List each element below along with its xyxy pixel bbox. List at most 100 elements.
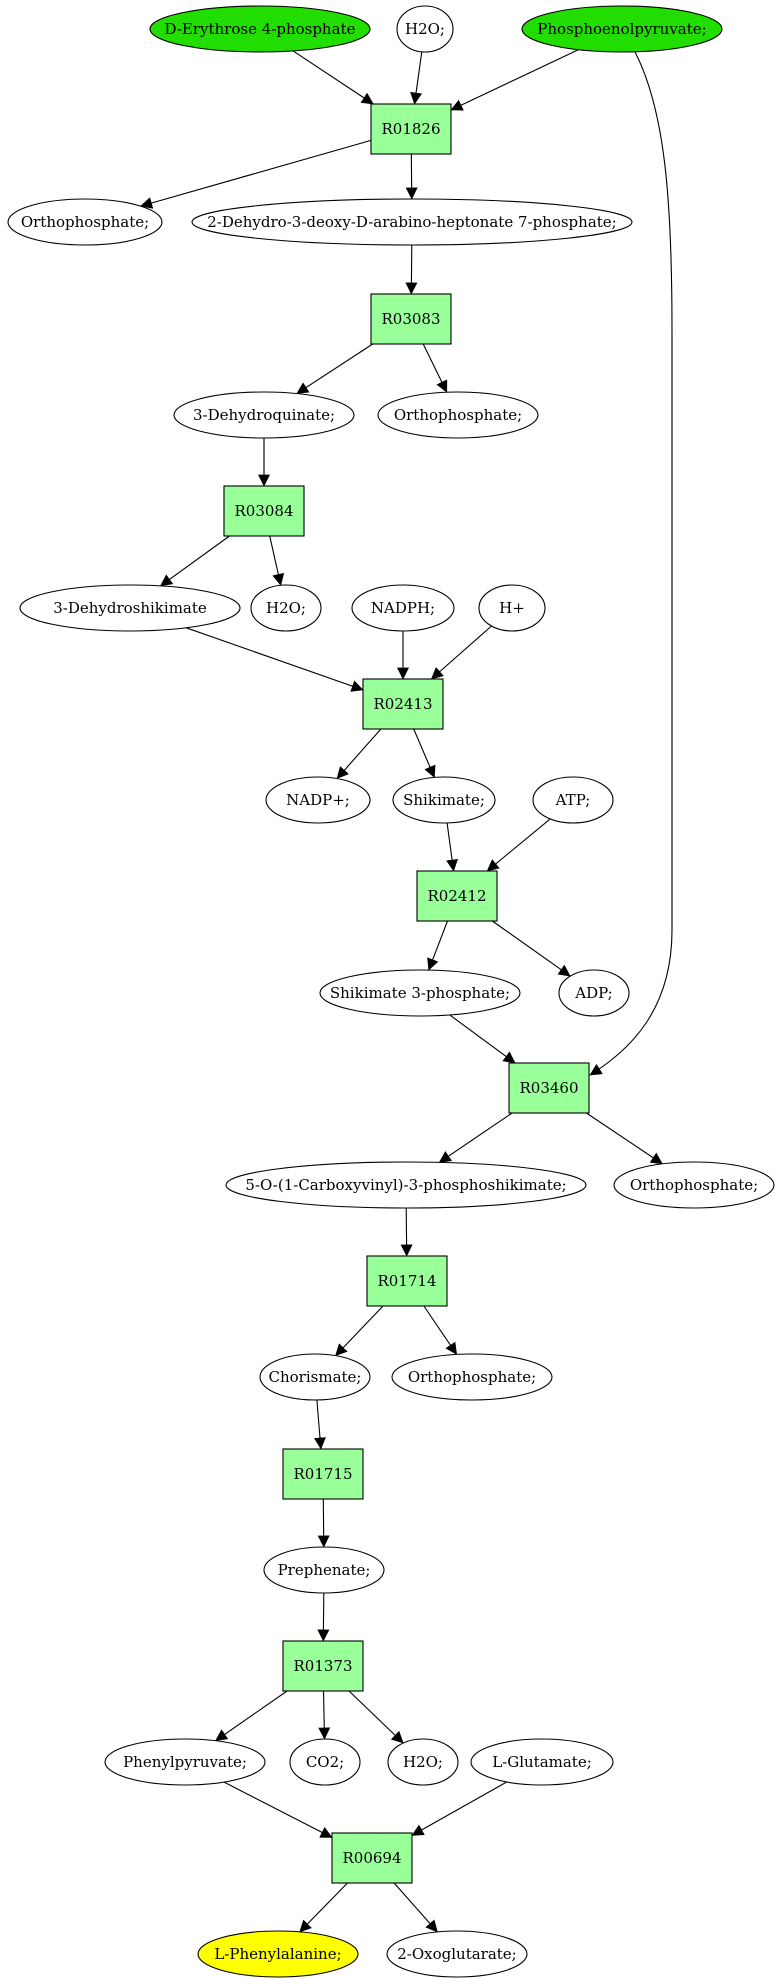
metabolite-ellipse [259,1353,371,1401]
node-label: Prephenate; [278,1561,371,1579]
metabolite-node-prephenate: Prephenate; [263,1546,385,1594]
metabolite-node-hplus: H+ [478,584,546,632]
node-label: Orthophosphate; [394,406,522,424]
reaction-box [508,1062,590,1114]
node-label: R03083 [381,310,440,328]
node-label: ADP; [574,984,612,1002]
node-label: D-Erythrose 4-phosphate [165,20,356,38]
metabolite-ellipse [558,969,630,1017]
reaction-box [366,1255,448,1307]
metabolite-ellipse [250,584,322,632]
node-label: R03460 [519,1079,578,1097]
edge-h2o_1-to-R01826 [410,51,423,105]
edge-dhs-to-R02413 [186,627,364,692]
node-label: Phosphoenolpyruvate; [537,20,706,38]
reaction-node-R03460: R03460 [508,1062,590,1114]
metabolite-node-chorismate: Chorismate; [259,1353,371,1401]
edge-R01826-to-ortho_1 [140,139,372,209]
metabolite-ellipse [386,1930,528,1978]
edge-R01714-to-chorismate [335,1305,384,1357]
edge-R03083-to-dhq [296,343,374,395]
metabolite-node-h2o_3: H2O; [387,1738,459,1786]
metabolite-node-epsp: 5-O-(1-Carboxyvinyl)-3-phosphoshikimate; [225,1161,587,1209]
node-label: 2-Dehydro-3-deoxy-D-arabino-heptonate 7-… [207,213,616,231]
node-label: NADPH; [371,599,435,617]
edge-R02412-to-s3p [427,920,449,971]
node-label: H2O; [403,1753,443,1771]
metabolite-ellipse [391,1353,553,1401]
metabolite-ellipse [265,776,371,824]
node-label: ATP; [555,791,591,809]
metabolite-ellipse [377,391,539,439]
metabolite-ellipse [392,776,496,824]
reaction-node-R01715: R01715 [282,1448,364,1500]
node-label: Phenylpyruvate; [123,1753,247,1771]
node-label: Orthophosphate; [630,1176,758,1194]
node-label: 5-O-(1-Carboxyvinyl)-3-phosphoshikimate; [245,1176,566,1194]
metabolite-ellipse [478,584,546,632]
node-label: L-Glutamate; [492,1753,592,1771]
metabolite-node-adp: ADP; [558,969,630,1017]
metabolite-ellipse [319,969,521,1017]
node-label: CO2; [306,1753,344,1771]
reaction-box [416,870,498,922]
metabolite-ellipse [263,1546,385,1594]
node-label: 3-Dehydroshikimate [53,599,207,617]
metabolite-node-dhq: 3-Dehydroquinate; [173,391,355,439]
edge-R01373-to-h2o_3 [348,1690,404,1744]
node-label: Orthophosphate; [408,1368,536,1386]
metabolite-ellipse [173,391,355,439]
edge-R03084-to-h2o_2 [269,535,285,586]
reaction-node-R00694: R00694 [331,1832,413,1884]
metabolite-node-oxoglutarate: 2-Oxoglutarate; [386,1930,528,1978]
edge-R01373-to-co2 [318,1690,331,1740]
edges-layer [140,49,673,1933]
metabolite-node-h2o_2: H2O; [250,584,322,632]
metabolite-node-s3p: Shikimate 3-phosphate; [319,969,521,1017]
node-label: R02413 [373,695,432,713]
node-label: R03084 [234,502,293,520]
reaction-box [370,103,452,155]
metabolite-ellipse [149,5,371,53]
metabolite-ellipse [521,5,723,53]
node-label: Shikimate; [403,791,485,809]
metabolite-ellipse [532,776,614,824]
node-label: R01714 [377,1272,436,1290]
metabolite-ellipse [7,198,163,246]
metabolite-ellipse [197,1930,359,1978]
reaction-box [223,485,305,537]
metabolite-node-glutamate: L-Glutamate; [470,1738,614,1786]
node-label: H+ [499,599,525,617]
node-label: R00694 [342,1849,401,1867]
metabolite-node-ortho_1: Orthophosphate; [7,198,163,246]
metabolite-ellipse [104,1738,266,1786]
reaction-node-R02413: R02413 [362,678,444,730]
edge-erythrose4p-to-R01826 [292,50,374,105]
edge-phenylpyruvate-to-R00694 [223,1781,333,1838]
edge-R01715-to-prephenate [317,1498,330,1548]
metabolite-ellipse [289,1738,361,1786]
node-label: Chorismate; [269,1368,362,1386]
reaction-node-R01714: R01714 [366,1255,448,1307]
metabolite-node-erythrose4p: D-Erythrose 4-phosphate [149,5,371,53]
edge-pep-to-R03460 [589,51,673,1076]
node-label: R01826 [381,120,440,138]
reaction-box [362,678,444,730]
metabolite-node-pep: Phosphoenolpyruvate; [521,5,723,53]
node-label: 2-Oxoglutarate; [397,1945,517,1963]
metabolite-node-co2: CO2; [289,1738,361,1786]
edge-R03460-to-ortho_3 [586,1112,663,1165]
metabolite-node-phe: L-Phenylalanine; [197,1930,359,1978]
metabolite-node-ortho_3: Orthophosphate; [613,1161,775,1209]
edge-epsp-to-R01714 [400,1207,413,1257]
metabolite-ellipse [396,5,454,53]
reaction-node-R02412: R02412 [416,870,498,922]
metabolite-ellipse [613,1161,775,1209]
edge-R01373-to-phenylpyruvate [215,1690,288,1742]
metabolite-node-nadph: NADPH; [351,584,455,632]
metabolite-node-shikimate: Shikimate; [392,776,496,824]
node-label: H2O; [405,20,445,38]
node-label: R02412 [427,887,486,905]
edge-glutamate-to-R00694 [411,1781,507,1836]
